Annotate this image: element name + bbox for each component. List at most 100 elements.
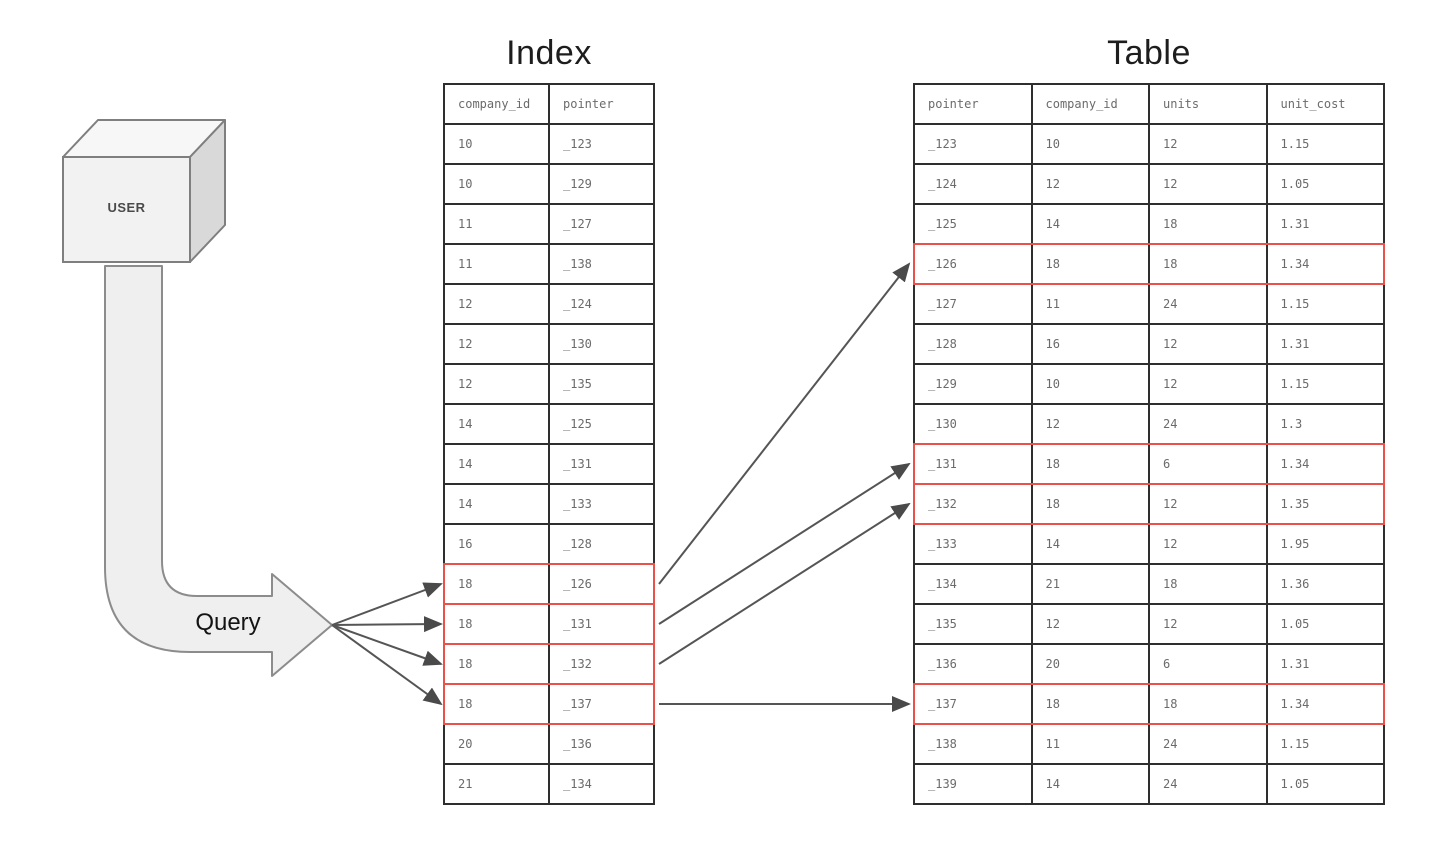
- cell: 11: [445, 245, 550, 283]
- table-row: 10_123: [443, 123, 655, 165]
- cell: _133: [915, 525, 1033, 563]
- cell: 12: [445, 325, 550, 363]
- cell: 12: [1150, 525, 1268, 563]
- table-row: 16 _128: [443, 523, 655, 565]
- cell: _134: [563, 777, 592, 791]
- table-row-highlighted: 18 _137: [443, 683, 655, 725]
- cell: _138: [915, 725, 1033, 763]
- cell: 6: [1150, 445, 1268, 483]
- cell: 18: [1033, 445, 1150, 483]
- cell: 16: [445, 525, 550, 563]
- table-row: 12 _130: [443, 323, 655, 365]
- cell: _135: [563, 377, 592, 391]
- user-box-label: USER: [107, 200, 146, 215]
- cell: _136: [915, 645, 1033, 683]
- cell: 12: [1150, 325, 1268, 363]
- cell: 18: [445, 605, 550, 643]
- cell: 1.05: [1280, 617, 1310, 631]
- table-row: 21_134: [443, 763, 655, 805]
- cell: _127: [915, 285, 1033, 323]
- cell: 12: [1150, 485, 1268, 523]
- cell: 18: [1033, 245, 1150, 283]
- cell: 12: [1150, 165, 1268, 203]
- cell: _129: [915, 365, 1033, 403]
- table-row: 10_129: [443, 163, 655, 205]
- table-row: 11_138: [443, 243, 655, 285]
- cell: 10: [1033, 125, 1150, 163]
- column-header: pointer: [915, 85, 1033, 123]
- column-header: company_id: [445, 85, 550, 123]
- cell: _130: [915, 405, 1033, 443]
- cell: _137: [563, 697, 592, 711]
- table-row: 12_124: [443, 283, 655, 325]
- cell: 12: [1150, 605, 1268, 643]
- cell: 11: [1033, 725, 1150, 763]
- cell: 1.34: [1280, 257, 1310, 271]
- column-header: unit_cost: [1280, 97, 1346, 111]
- cell: 18: [445, 685, 550, 723]
- cell: _131: [563, 457, 592, 471]
- cell: _135: [915, 605, 1033, 643]
- cell: _128: [563, 537, 592, 551]
- header-row: company_id pointer: [443, 83, 655, 125]
- cell: 6: [1150, 645, 1268, 683]
- table-row-highlighted: 18_126: [443, 563, 655, 605]
- cell: 1.15: [1280, 377, 1310, 391]
- cell: 14: [445, 405, 550, 443]
- cell: 14: [445, 485, 550, 523]
- cell: 12: [445, 365, 550, 403]
- cell: _130: [563, 337, 592, 351]
- cell: 20: [445, 725, 550, 763]
- cell: 24: [1150, 285, 1268, 323]
- cell: _139: [915, 765, 1033, 803]
- cell: 10: [445, 125, 550, 163]
- column-header: pointer: [563, 97, 614, 111]
- cell: 12: [445, 285, 550, 323]
- index-to-table-arrow: [658, 502, 911, 665]
- cell: _136: [563, 737, 592, 751]
- cell: 12: [1033, 605, 1150, 643]
- query-fan-arrow: [331, 624, 443, 666]
- cell: _137: [915, 685, 1033, 723]
- cell: 1.31: [1280, 217, 1310, 231]
- cell: 12: [1150, 125, 1268, 163]
- query-arrow-label: Query: [195, 609, 261, 636]
- cell: 18: [445, 645, 550, 683]
- table-row: 12 _135: [443, 363, 655, 405]
- cell: 1.31: [1280, 337, 1310, 351]
- cell: 20: [1033, 645, 1150, 683]
- cell: 18: [445, 565, 550, 603]
- cell: _126: [915, 245, 1033, 283]
- query-fan-arrow: [331, 582, 443, 626]
- cell: 1.15: [1280, 737, 1310, 751]
- cell: 1.34: [1280, 457, 1310, 471]
- cell: 10: [445, 165, 550, 203]
- cell: 11: [445, 205, 550, 243]
- cell: 14: [445, 445, 550, 483]
- cell: 16: [1033, 325, 1150, 363]
- cell: 14: [1033, 765, 1150, 803]
- cell: 18: [1033, 485, 1150, 523]
- cell: 11: [1033, 285, 1150, 323]
- cell: 1.31: [1280, 657, 1310, 671]
- cell: 24: [1150, 725, 1268, 763]
- cell: 1.15: [1280, 137, 1310, 151]
- cell: _133: [563, 497, 592, 511]
- cell: 12: [1150, 365, 1268, 403]
- cell: 1.05: [1280, 177, 1310, 191]
- cell: _131: [563, 617, 592, 631]
- cell: _134: [915, 565, 1033, 603]
- cell: 18: [1150, 245, 1268, 283]
